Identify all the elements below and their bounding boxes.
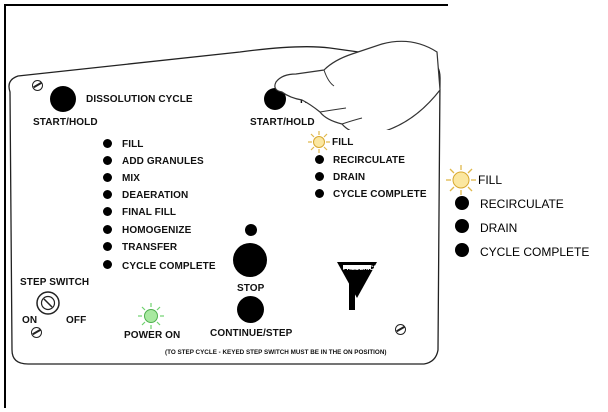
power-on-indicator-light xyxy=(138,303,164,329)
frame-left-border xyxy=(4,4,6,408)
continue-step-label: CONTINUE/STEP xyxy=(210,328,293,339)
step-indicator-light xyxy=(103,156,112,165)
step-label: CYCLE COMPLETE xyxy=(122,261,216,272)
step-indicator-light xyxy=(103,207,112,216)
callout-indicator-light xyxy=(455,219,469,233)
screw-icon-bottom-right xyxy=(395,324,406,335)
step-label: HOMOGENIZE xyxy=(122,225,192,236)
lit-indicator-light xyxy=(308,131,330,153)
rinse-start-hold-button[interactable] xyxy=(264,88,286,110)
continue-step-button[interactable] xyxy=(237,296,264,323)
step-switch-on-label: ON xyxy=(22,315,38,326)
step-label: CYCLE COMPLETE xyxy=(333,189,427,200)
callout-step-label: RECIRCULATE xyxy=(480,197,564,211)
step-switch-off-label: OFF xyxy=(66,315,87,326)
step-indicator-light xyxy=(103,173,112,182)
frederick-logo xyxy=(337,262,377,310)
step-label: FINAL FILL xyxy=(122,207,177,218)
step-indicator-light xyxy=(315,155,324,164)
step-indicator-light xyxy=(103,139,112,148)
stop-indicator-light xyxy=(245,224,257,236)
step-indicator-light xyxy=(103,190,112,199)
screw-icon-top-left xyxy=(32,80,43,91)
screw-icon-bottom-left xyxy=(31,327,42,338)
step-label: DRAIN xyxy=(333,172,366,183)
step-label: FILL xyxy=(122,139,144,150)
callout-step-label: CYCLE COMPLETE xyxy=(480,245,590,259)
power-on-label: POWER ON xyxy=(124,330,181,341)
step-label: ADD GRANULES xyxy=(122,156,204,167)
dissolution-cycle-title: DISSOLUTION CYCLE xyxy=(86,94,193,105)
step-label: FILL xyxy=(332,137,354,148)
key-switch-icon[interactable] xyxy=(35,290,61,316)
callout-step-label: DRAIN xyxy=(480,221,518,235)
pointing-hand-icon xyxy=(274,40,441,130)
rinse-start-hold-label: START/HOLD xyxy=(250,117,315,128)
step-label: RECIRCULATE xyxy=(333,155,406,166)
logo-text: FREDERICK xyxy=(343,266,379,272)
step-indicator-light xyxy=(103,225,112,234)
stop-label: STOP xyxy=(237,283,265,294)
step-switch-label: STEP SWITCH xyxy=(20,277,90,288)
step-indicator-light xyxy=(103,242,112,251)
dissolution-start-hold-label: START/HOLD xyxy=(33,117,98,128)
step-label: DEAERATION xyxy=(122,190,189,201)
stop-button[interactable] xyxy=(233,243,267,277)
dissolution-start-hold-button[interactable] xyxy=(50,86,76,112)
step-indicator-light xyxy=(315,172,324,181)
step-label: TRANSFER xyxy=(122,242,178,253)
frame-top-border xyxy=(4,4,448,6)
step-label: MIX xyxy=(122,173,141,184)
callout-indicator-light xyxy=(455,243,469,257)
callout-step-label: FILL xyxy=(478,173,503,187)
step-indicator-light xyxy=(103,260,112,269)
lit-indicator-light xyxy=(446,165,476,195)
step-indicator-light xyxy=(315,189,324,198)
footnote: (TO STEP CYCLE - KEYED STEP SWITCH MUST … xyxy=(165,349,387,356)
callout-indicator-light xyxy=(455,196,469,210)
